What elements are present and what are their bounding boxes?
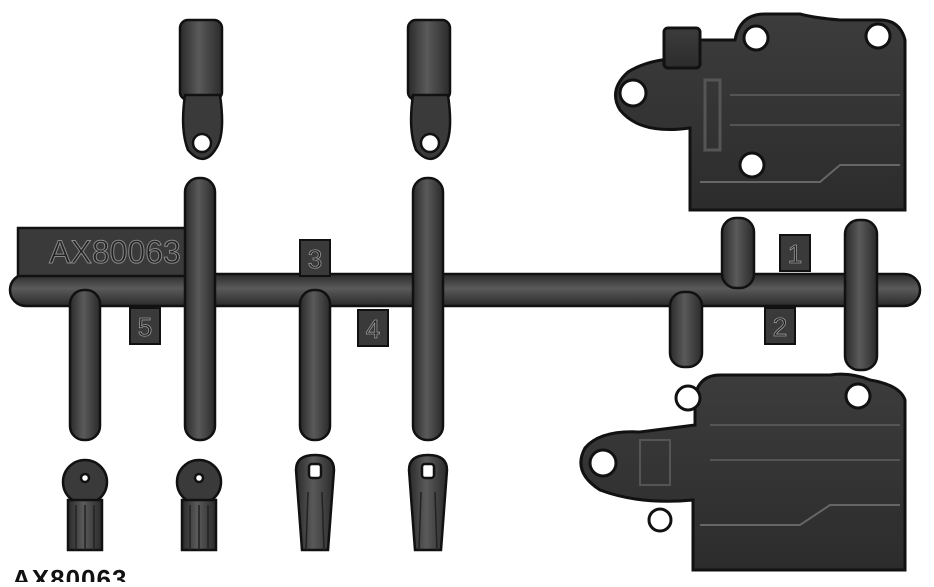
runner-1: [68, 288, 102, 442]
ball-cup-2: [175, 458, 223, 552]
main-runner: [8, 272, 922, 308]
runner-4: [411, 176, 445, 442]
part-label-5: 5: [129, 307, 161, 345]
runner-7: [668, 290, 704, 369]
ball-cup-1: [61, 458, 109, 552]
ball-cup-4: [407, 453, 449, 552]
rod-end-left: [178, 18, 224, 160]
part-number-plate: AX80063: [16, 226, 215, 278]
rod-end-right: [406, 18, 452, 160]
part-label-2: 2: [764, 307, 796, 345]
ball-cup-3: [294, 453, 336, 552]
caption-text: AX80063: [12, 566, 128, 582]
part-label-3-text: 3: [308, 244, 322, 274]
part-label-4: 4: [357, 309, 389, 347]
part-number-text: AX80063: [49, 234, 181, 270]
part-label-5-text: 5: [138, 312, 152, 342]
upper-housing: [614, 12, 907, 212]
part-label-1: 1: [779, 234, 811, 272]
part-label-1-text: 1: [788, 239, 802, 269]
runner-6: [843, 218, 879, 372]
part-label-2-text: 2: [773, 312, 787, 342]
runner-2: [183, 176, 217, 442]
lower-housing: [579, 372, 907, 572]
part-label-4-text: 4: [366, 314, 380, 344]
part-label-3: 3: [299, 239, 331, 277]
runner-5: [720, 216, 756, 290]
runner-3: [298, 288, 332, 442]
